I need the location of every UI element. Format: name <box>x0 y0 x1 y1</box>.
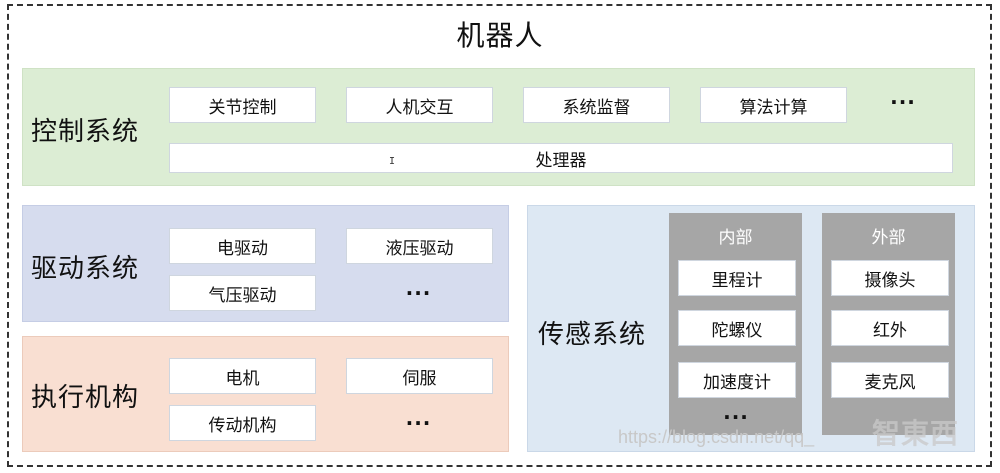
internal-sensors-more: ··· <box>723 405 749 429</box>
exec-item-transmission: 传动机构 <box>169 405 316 441</box>
control-item-hmi: 人机交互 <box>346 87 493 123</box>
processor-box: 处理器 <box>169 143 953 173</box>
sensor-gyroscope: 陀螺仪 <box>678 310 796 346</box>
exec-more: ··· <box>405 411 432 435</box>
control-more: ··· <box>890 90 916 114</box>
text-cursor-icon: I <box>389 156 396 167</box>
sensor-camera: 摄像头 <box>831 260 949 296</box>
drive-item-hydraulic: 液压驱动 <box>346 228 493 264</box>
sensor-microphone: 麦克风 <box>831 362 949 398</box>
control-item-algorithm: 算法计算 <box>700 87 847 123</box>
sensor-infrared: 红外 <box>831 310 949 346</box>
drive-item-electric: 电驱动 <box>169 228 316 264</box>
sensor-odometer: 里程计 <box>678 260 796 296</box>
drive-item-pneumatic: 气压驱动 <box>169 275 316 311</box>
execution-label: 执行机构 <box>31 383 140 413</box>
diagram-frame <box>7 4 992 467</box>
external-sensors-header: 外部 <box>871 228 906 248</box>
sensor-accelerometer: 加速度计 <box>678 362 796 398</box>
exec-item-servo: 伺服 <box>346 358 493 394</box>
watermark-url: https://blog.csdn.net/qq_ <box>618 427 815 447</box>
diagram-title: 机器人 <box>456 19 544 52</box>
drive-more: ··· <box>405 281 432 305</box>
drive-system-label: 驱动系统 <box>31 254 140 284</box>
control-item-joint: 关节控制 <box>169 87 316 123</box>
watermark-logo: 智東西 <box>872 417 960 450</box>
control-item-supervision: 系统监督 <box>523 87 670 123</box>
exec-item-motor: 电机 <box>169 358 316 394</box>
sensing-system-label: 传感系统 <box>538 320 647 350</box>
control-system-label: 控制系统 <box>31 117 140 147</box>
internal-sensors-header: 内部 <box>718 228 753 248</box>
